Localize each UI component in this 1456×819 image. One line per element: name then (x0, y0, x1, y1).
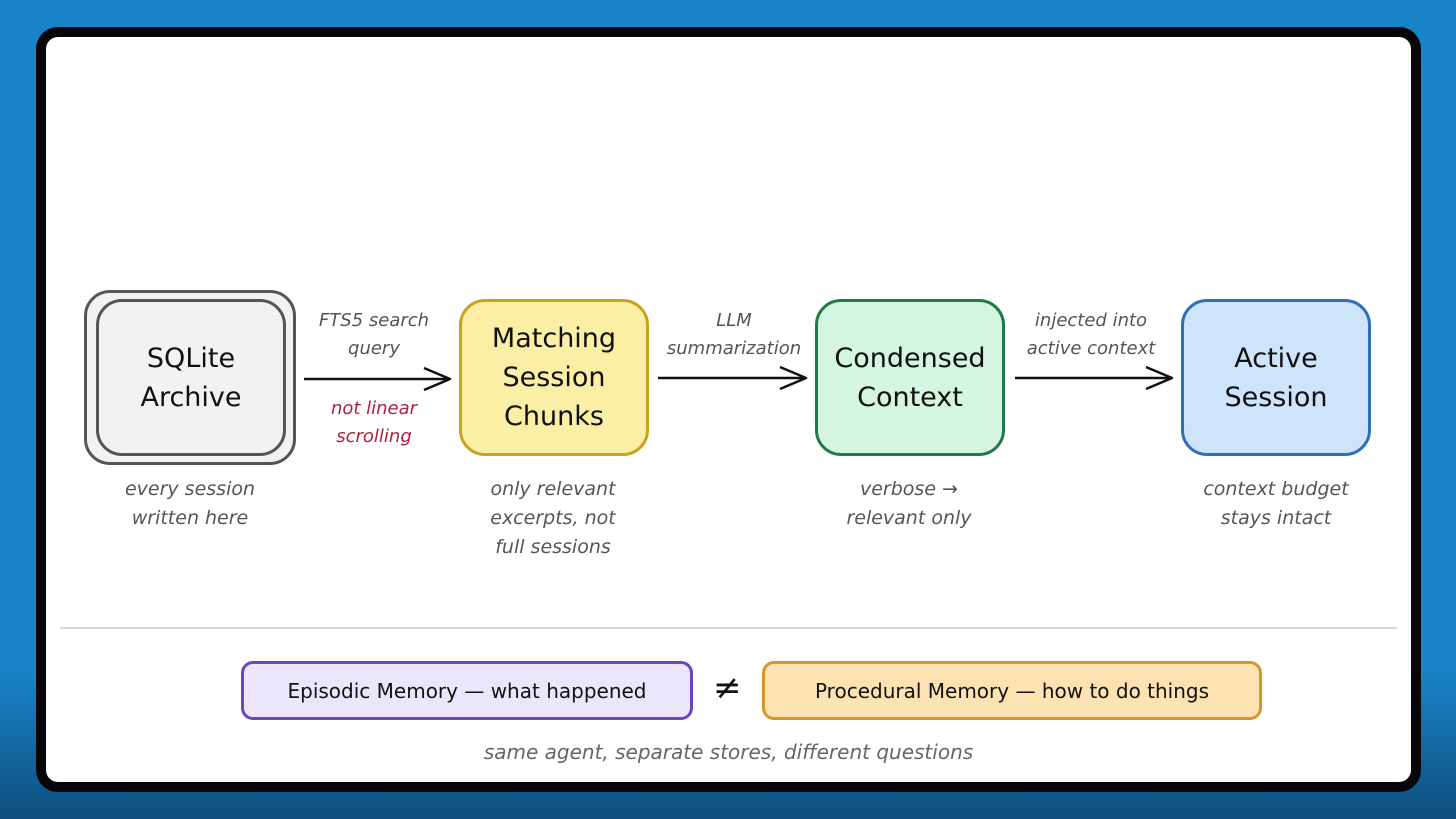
edge-label-fts5-search: FTS5 search query (318, 310, 430, 359)
node-label: Condensed Context (834, 342, 986, 413)
edge-sublabel-not-linear: not linear scrolling (330, 398, 418, 447)
episodic-memory-pill: Episodic Memory — what happened (241, 661, 693, 720)
node-condensed-context: Condensed Context (815, 299, 1005, 456)
comparison-caption: same agent, separate stores, different q… (483, 740, 974, 764)
node-sqlite-archive: SQLite Archive (96, 299, 286, 456)
node-matching-session-chunks: Matching Session Chunks (459, 299, 649, 456)
node-label: Matching Session Chunks (491, 323, 617, 432)
episodic-memory-label: Episodic Memory — what happened (287, 678, 647, 703)
arrow-chunks-to-condensed (658, 365, 808, 391)
section-divider (60, 627, 1397, 629)
procedural-memory-label: Procedural Memory — how to do things (814, 678, 1210, 703)
node-label: Active Session (1224, 342, 1328, 413)
flow-arrows (304, 365, 1174, 392)
diagram-canvas: SQLite Archive every session written her… (46, 37, 1411, 782)
node-label: SQLite Archive (140, 342, 242, 413)
node-note-sqlite-archive: every session written here (124, 478, 256, 529)
arrow-condensed-to-active (1015, 365, 1174, 391)
node-note-active-session: context budget stays intact (1203, 478, 1349, 529)
procedural-memory-pill: Procedural Memory — how to do things (762, 661, 1262, 720)
not-equal-symbol: ≠ (713, 668, 742, 708)
arrow-archive-to-chunks (304, 366, 452, 392)
edge-label-llm-summarization: LLM summarization (666, 310, 802, 359)
node-note-condensed-context: verbose → relevant only (846, 478, 972, 529)
node-note-matching-session-chunks: only relevant excerpts, not full session… (490, 478, 616, 558)
edge-label-injected: injected into active context (1026, 310, 1156, 359)
node-active-session: Active Session (1181, 299, 1371, 456)
